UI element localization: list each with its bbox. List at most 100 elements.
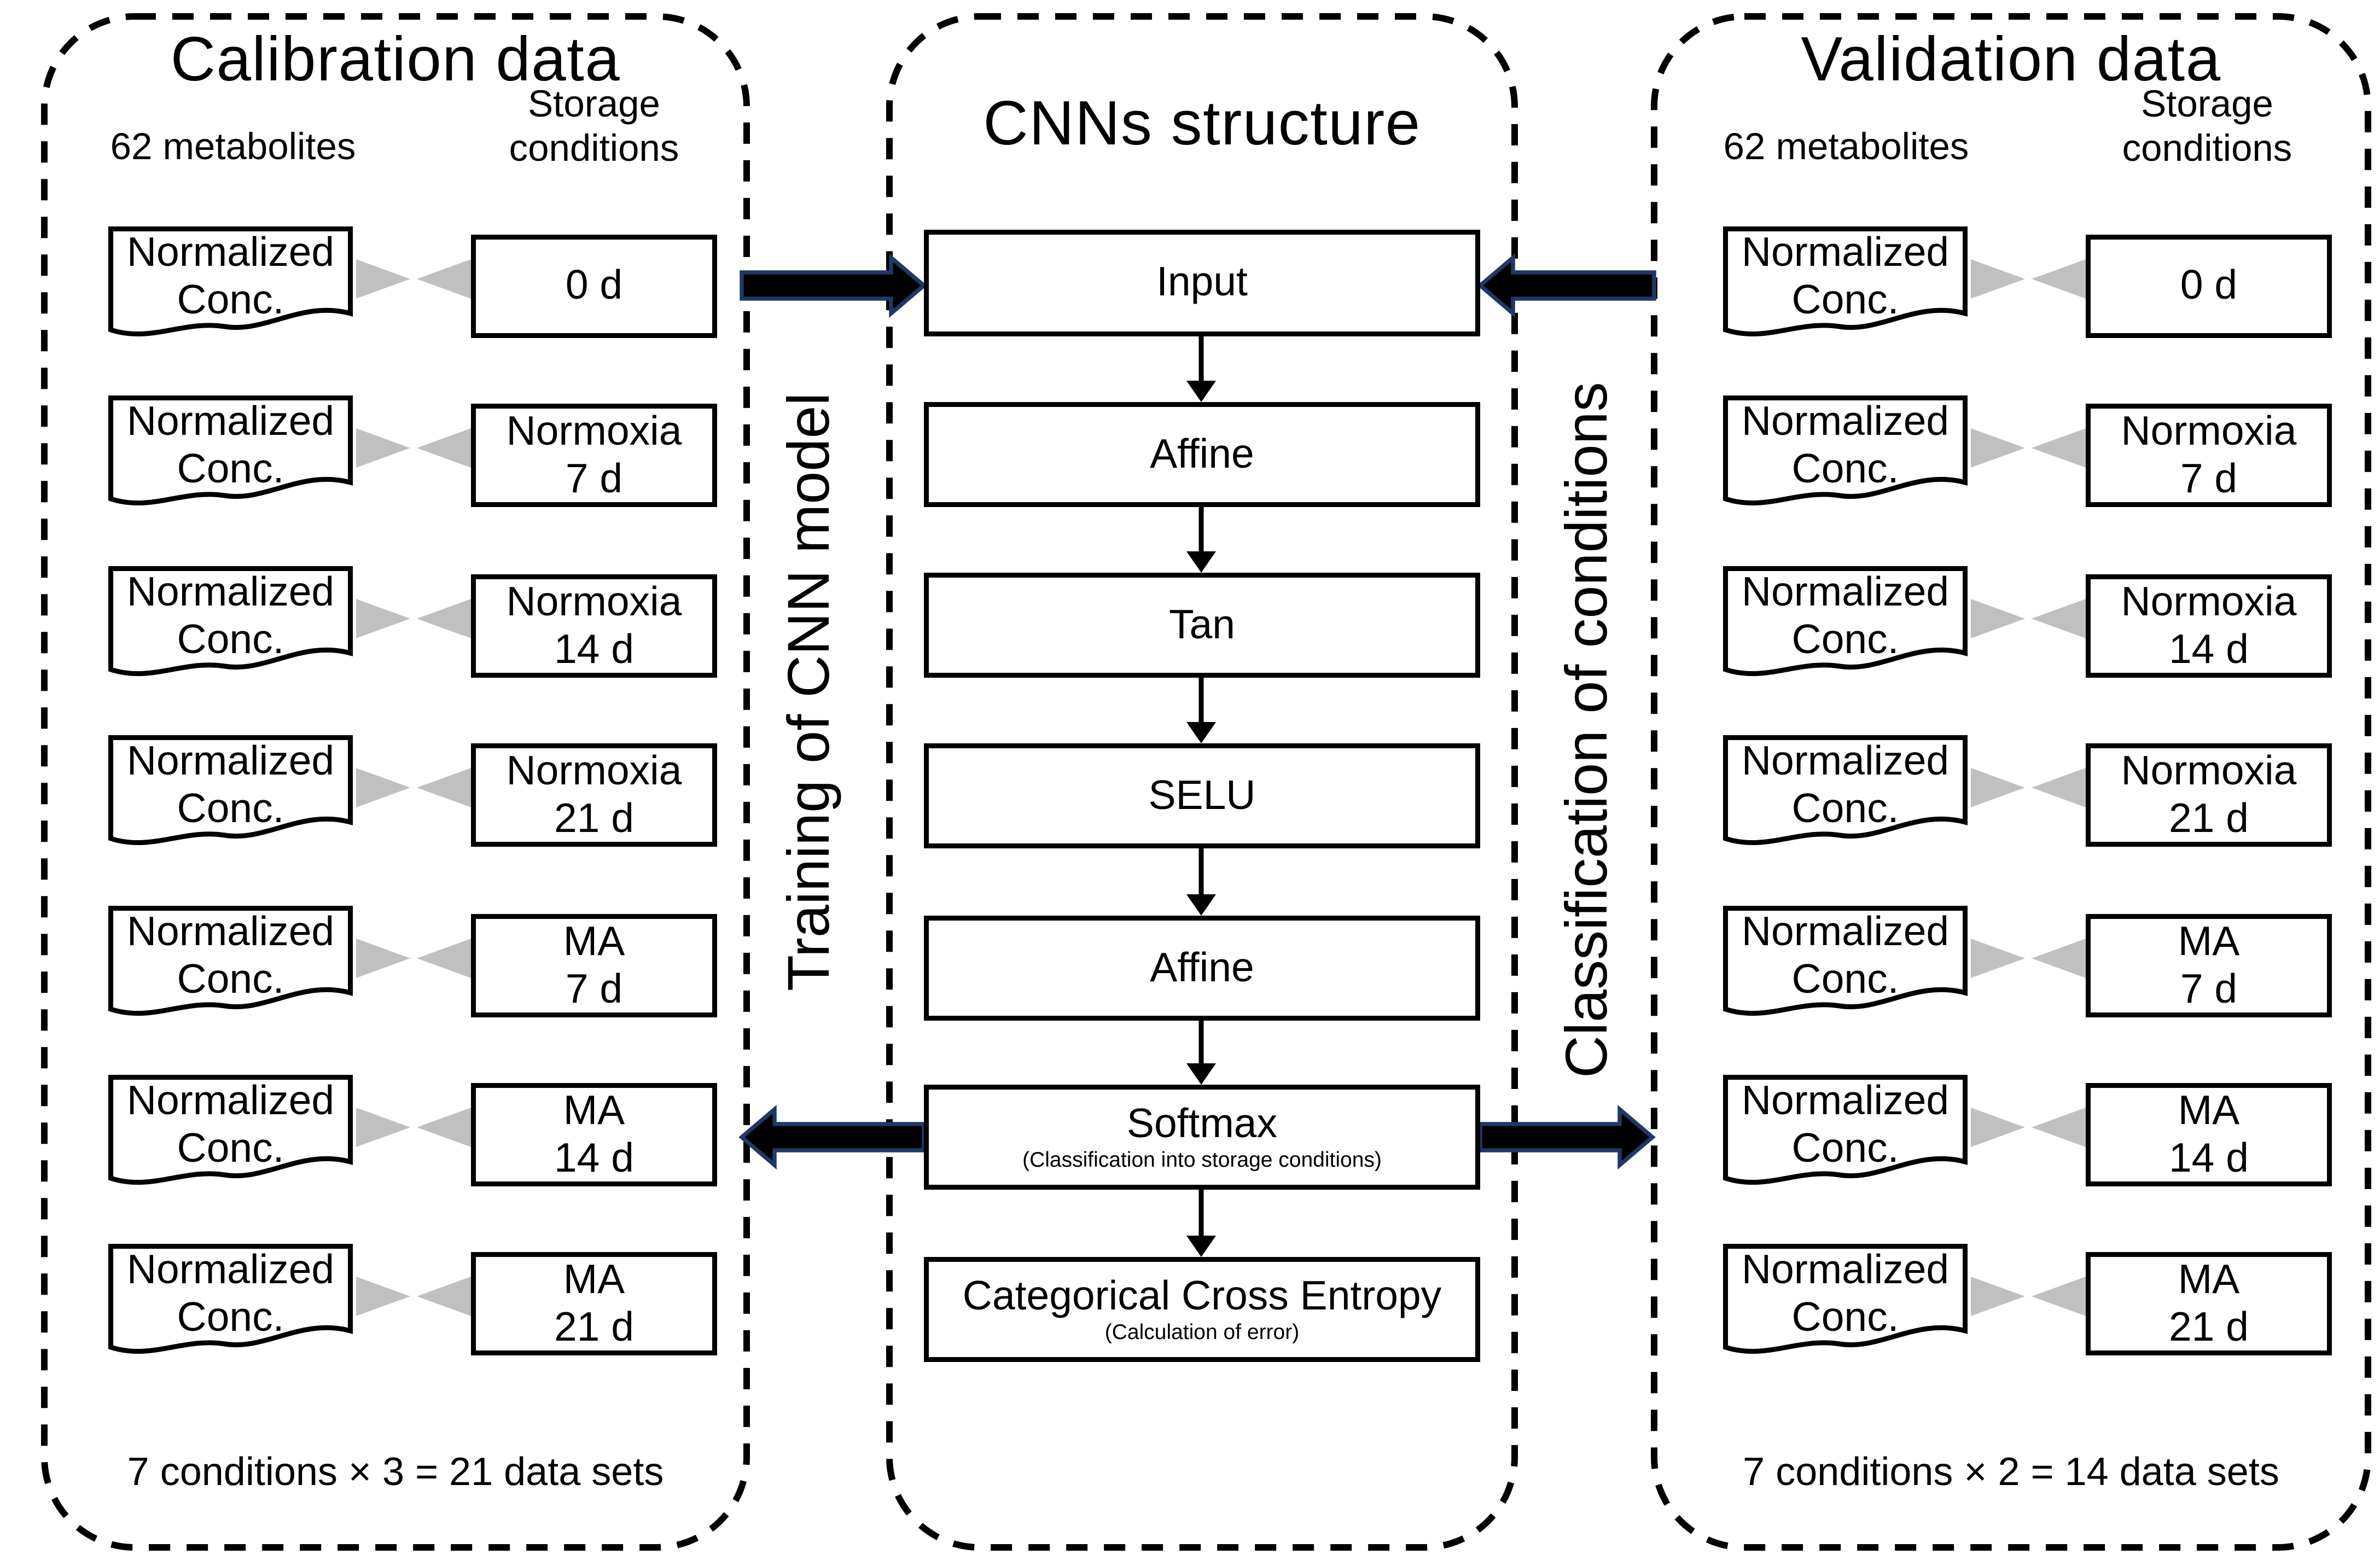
- validation-to-input-arrow-icon: [1477, 253, 1656, 318]
- document-label: Normalized Conc.: [1741, 1078, 1950, 1172]
- calibration-row-2: Normalized Conc. Normoxia 7 d: [108, 395, 719, 519]
- document-shape: [108, 735, 353, 845]
- layer-label: Tan: [1169, 602, 1235, 648]
- document-label: Normalized Conc.: [1741, 738, 1950, 832]
- layer-box-tan: Tan: [924, 573, 1480, 678]
- document-label: Normalized Conc.: [126, 738, 335, 832]
- document-shape: [108, 1075, 353, 1185]
- condition-label: Normoxia 7 d: [506, 407, 682, 502]
- condition-box: Normoxia 7 d: [471, 404, 717, 507]
- document-label: Normalized Conc.: [126, 1078, 335, 1172]
- document-label: Normalized Conc.: [1741, 230, 1950, 323]
- condition-box: MA 14 d: [2086, 1083, 2332, 1186]
- layer-box-softmax: Softmax (Classification into storage con…: [924, 1085, 1480, 1190]
- document-label: Normalized Conc.: [126, 909, 335, 1003]
- validation-row-1: Normalized Conc. 0 d: [1723, 226, 2334, 350]
- document-shape: [1723, 1075, 1968, 1185]
- condition-box: Normoxia 21 d: [2086, 743, 2332, 847]
- document-label: Normalized Conc.: [126, 230, 335, 323]
- document-shape: [1723, 395, 1968, 505]
- condition-box: MA 21 d: [2086, 1252, 2332, 1355]
- bowtie-connector-icon: [1971, 1108, 2086, 1147]
- document-shape: [108, 1244, 353, 1354]
- bowtie-connector-icon: [1971, 599, 2086, 638]
- layer-box-affine-1: Affine: [924, 402, 1480, 507]
- condition-label: Normoxia 14 d: [506, 578, 682, 672]
- document-label: Normalized Conc.: [1741, 399, 1950, 492]
- validation-row-7: Normalized Conc. MA 21 d: [1723, 1244, 2334, 1367]
- calibration-row-3: Normalized Conc. Normoxia 14 d: [108, 566, 719, 689]
- down-arrow-icon: [1186, 722, 1216, 743]
- layer-box-cross-entropy: Categorical Cross Entropy (Calculation o…: [924, 1257, 1480, 1362]
- calibration-panel-title: Calibration data: [170, 26, 621, 95]
- document-shape: [1723, 566, 1968, 676]
- layer-label: Input: [1156, 260, 1248, 306]
- bowtie-connector-icon: [1971, 1277, 2086, 1316]
- condition-box: MA 21 d: [471, 1252, 717, 1355]
- down-arrow-icon: [1186, 551, 1216, 573]
- layer-label: Affine: [1150, 945, 1254, 991]
- layer-box-affine-2: Affine: [924, 916, 1480, 1021]
- calibration-footer: 7 conditions × 3 = 21 data sets: [127, 1451, 664, 1495]
- condition-label: Normoxia 7 d: [2121, 407, 2297, 502]
- softmax-to-validation-arrow-icon: [1478, 1104, 1656, 1170]
- bowtie-connector-icon: [1971, 428, 2086, 468]
- layer-note: (Calculation of error): [1104, 1319, 1300, 1344]
- document-label: Normalized Conc.: [1741, 1247, 1950, 1341]
- document-shape: [108, 906, 353, 1016]
- layer-note: (Classification into storage conditions): [1022, 1146, 1382, 1172]
- down-arrow-icon: [1186, 381, 1216, 402]
- condition-label: Normoxia 21 d: [506, 747, 682, 841]
- bowtie-connector-icon: [1971, 939, 2086, 978]
- validation-storage-header: Storage conditions: [2122, 82, 2292, 170]
- condition-box: MA 14 d: [471, 1083, 717, 1186]
- bowtie-connector-icon: [356, 599, 471, 638]
- bowtie-connector-icon: [356, 939, 471, 978]
- condition-box: Normoxia 7 d: [2086, 404, 2332, 507]
- document-label: Normalized Conc.: [126, 569, 335, 663]
- layer-label: Affine: [1150, 431, 1254, 478]
- validation-metabolites-header: 62 metabolites: [1723, 125, 1969, 167]
- document-label: Normalized Conc.: [1741, 569, 1950, 663]
- bowtie-connector-icon: [356, 1108, 471, 1147]
- condition-box: 0 d: [2086, 235, 2332, 338]
- validation-row-5: Normalized Conc. MA 7 d: [1723, 906, 2334, 1029]
- softmax-to-calibration-arrow-icon: [738, 1104, 926, 1170]
- bowtie-connector-icon: [1971, 259, 2086, 299]
- document-shape: [108, 395, 353, 505]
- condition-box: MA 7 d: [471, 914, 717, 1017]
- condition-label: MA 21 d: [2168, 1256, 2249, 1350]
- cnn-panel-title: CNNs structure: [983, 90, 1421, 159]
- document-shape: [1723, 906, 1968, 1016]
- bowtie-connector-icon: [1971, 768, 2086, 807]
- validation-panel-title: Validation data: [1801, 26, 2221, 95]
- condition-label: MA 7 d: [2178, 918, 2240, 1012]
- condition-box: MA 7 d: [2086, 914, 2332, 1017]
- document-label: Normalized Conc.: [126, 399, 335, 492]
- down-arrow-icon: [1186, 1063, 1216, 1085]
- calibration-row-5: Normalized Conc. MA 7 d: [108, 906, 719, 1029]
- validation-row-2: Normalized Conc. Normoxia 7 d: [1723, 395, 2334, 519]
- bowtie-connector-icon: [356, 259, 471, 299]
- calibration-row-6: Normalized Conc. MA 14 d: [108, 1075, 719, 1198]
- validation-row-6: Normalized Conc. MA 14 d: [1723, 1075, 2334, 1198]
- condition-label: 0 d: [2180, 263, 2238, 308]
- training-vertical-label: Training of CNN model: [775, 393, 842, 992]
- layer-label: Softmax: [1126, 1101, 1278, 1147]
- layer-box-input: Input: [924, 230, 1480, 336]
- document-shape: [1723, 735, 1968, 845]
- bowtie-connector-icon: [356, 428, 471, 468]
- down-arrow-icon: [1186, 1236, 1216, 1257]
- validation-footer: 7 conditions × 2 = 14 data sets: [1743, 1451, 2279, 1495]
- condition-box: Normoxia 21 d: [471, 743, 717, 847]
- classification-vertical-label: Classification of conditions: [1552, 382, 1620, 1079]
- cnn-panel-border: [886, 13, 1518, 1551]
- calibration-storage-header: Storage conditions: [509, 82, 679, 170]
- validation-row-4: Normalized Conc. Normoxia 21 d: [1723, 735, 2334, 858]
- condition-label: 0 d: [565, 263, 623, 308]
- calibration-row-1: Normalized Conc. 0 d: [108, 226, 719, 350]
- layer-label: Categorical Cross Entropy: [962, 1273, 1442, 1319]
- bowtie-connector-icon: [356, 1277, 471, 1316]
